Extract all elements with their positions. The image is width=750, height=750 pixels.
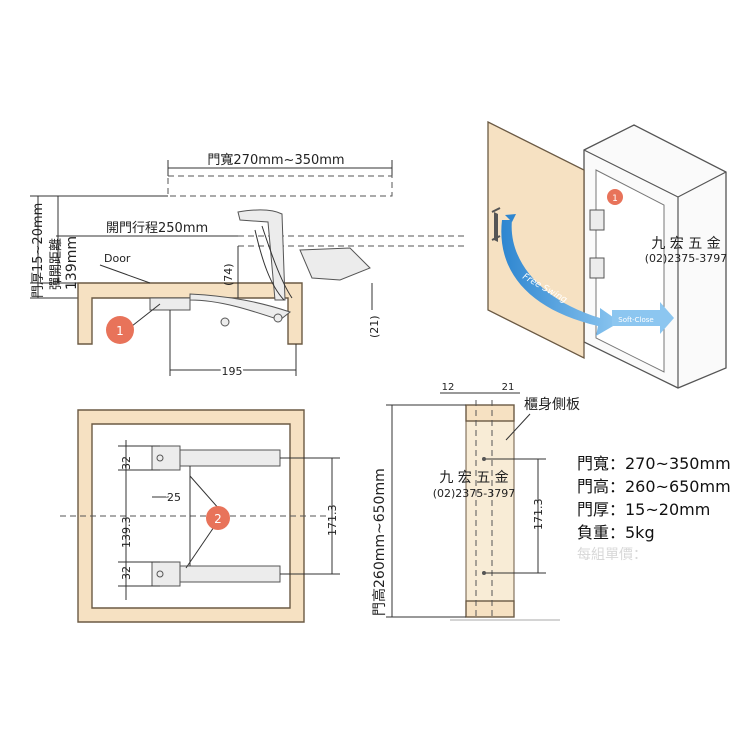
hinge-base-plate bbox=[149, 297, 191, 311]
side-screw-hole-2 bbox=[482, 571, 486, 575]
shop-name-watermark-bottom: 九 宏 五 金 bbox=[439, 470, 508, 486]
dim-21-label: (21) bbox=[368, 315, 381, 338]
dim-195-label: 195 bbox=[222, 365, 243, 378]
front-hinge-top-plate bbox=[151, 445, 181, 471]
side-view: 12 21 櫃身側板 門高260mm~650mm 171.3 九 宏 五 金 (… bbox=[371, 382, 580, 621]
side-dim-171-3: 171.3 bbox=[532, 499, 545, 531]
side-dim-21: 21 bbox=[502, 382, 515, 393]
hinge-pivot-2 bbox=[273, 313, 283, 323]
spec-door-thickness: 門厚：15~20mm bbox=[577, 500, 710, 519]
side-panel-leader bbox=[505, 413, 531, 441]
shop-name-watermark-top: 九 宏 五 金 bbox=[651, 236, 720, 252]
hinge-arm-open bbox=[237, 209, 286, 301]
free-swing-arrow-head bbox=[505, 214, 516, 222]
hinge-arm-lower bbox=[189, 293, 292, 321]
front-dim-25: 25 bbox=[167, 491, 181, 504]
front-dim-32-top: 32 bbox=[120, 456, 133, 470]
callout-1-text: 1 bbox=[116, 324, 124, 338]
cabinet-callout-1-text: 1 bbox=[612, 194, 618, 204]
pop-open-label: 彈開距離 bbox=[49, 238, 64, 290]
callout-1-leader bbox=[131, 303, 161, 327]
front-hinge-top bbox=[151, 445, 281, 471]
callout-1-badge bbox=[106, 316, 134, 344]
pop-open-value: 139mm bbox=[64, 236, 80, 290]
front-dim-139-3: 139.3 bbox=[120, 517, 133, 549]
front-hinge-bottom-screw bbox=[156, 570, 164, 578]
callout-2-leader-bottom bbox=[185, 523, 217, 569]
cabinet-3d-view: 1 Free Swing Soft-Close 九 宏 五 金 (02)2375… bbox=[487, 120, 728, 389]
side-panel-top-cap bbox=[465, 404, 515, 422]
hinge-3d-top bbox=[589, 209, 605, 231]
hinge-mechanism-top bbox=[149, 209, 371, 327]
spec-door-width: 門寬：270~350mm bbox=[577, 454, 731, 473]
hinge-link-1 bbox=[254, 229, 285, 301]
cabinet-door-3d bbox=[487, 120, 585, 360]
hinge-link-2 bbox=[261, 225, 293, 299]
soft-close-label: Soft-Close bbox=[618, 316, 653, 324]
shop-phone-watermark-top: (02)2375-3797 bbox=[645, 252, 728, 265]
callout-2-badge bbox=[206, 506, 230, 530]
door-handle bbox=[494, 212, 498, 242]
side-dim-12: 12 bbox=[442, 382, 455, 393]
door-open-position-outline bbox=[167, 175, 393, 197]
spec-list: 門寬：270~350mm 門高：260~650mm 門厚：15~20mm 負重：… bbox=[577, 454, 731, 563]
hinge-3d-bottom bbox=[589, 257, 605, 279]
front-dim-171-3: 171.3 bbox=[326, 505, 339, 537]
open-travel-label: 開門行程250mm bbox=[106, 221, 208, 236]
door-leader-line bbox=[99, 264, 151, 284]
shop-phone-watermark-bottom: (02)2375-3797 bbox=[433, 487, 516, 500]
spec-load: 負重：5kg bbox=[577, 523, 655, 542]
dim-74-label: (74) bbox=[222, 263, 235, 286]
front-dim-32-bottom: 32 bbox=[120, 566, 133, 580]
front-hinge-bottom bbox=[151, 561, 281, 587]
callout-2-text: 2 bbox=[214, 512, 222, 526]
side-panel-label: 櫃身側板 bbox=[524, 397, 580, 413]
hinge-pivot-1 bbox=[220, 317, 230, 327]
cabinet-front-frame bbox=[77, 409, 305, 623]
front-hinge-bottom-arm bbox=[179, 565, 281, 583]
soft-close-arrow bbox=[612, 302, 674, 334]
front-hinge-top-arm bbox=[179, 449, 281, 467]
front-view: 32 139.3 32 25 171.3 2 bbox=[60, 409, 340, 623]
door-handle-mounts bbox=[491, 207, 501, 241]
door-width-label: 門寬270mm~350mm bbox=[207, 152, 344, 168]
top-view: 門寬270mm~350mm 開門行程250mm 門厚15~20mm 彈開距離 1… bbox=[30, 152, 468, 380]
hinge-arm-mid bbox=[299, 247, 371, 281]
spec-door-height: 門高：260~650mm bbox=[577, 477, 731, 496]
door-height-label: 門高260mm~650mm bbox=[371, 468, 388, 616]
spec-unit-price: 每組單價： bbox=[577, 546, 647, 563]
side-panel-bottom-cap bbox=[465, 600, 515, 618]
door-label: Door bbox=[104, 252, 131, 265]
front-hinge-bottom-plate bbox=[151, 561, 181, 587]
front-hinge-top-screw bbox=[156, 454, 164, 462]
door-thickness-label: 門厚15~20mm bbox=[31, 203, 46, 298]
callout-2-leader-top bbox=[189, 475, 221, 511]
side-panel bbox=[465, 404, 515, 618]
side-screw-hole-1 bbox=[482, 457, 486, 461]
free-swing-arrow bbox=[501, 220, 620, 336]
cabinet-opening bbox=[595, 169, 665, 373]
cabinet-callout-1-badge bbox=[607, 189, 623, 205]
